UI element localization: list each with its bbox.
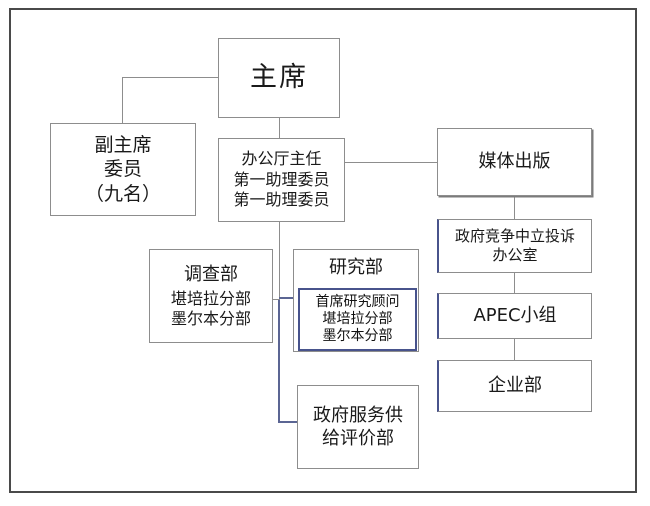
node-enterprise-division[interactable]: 企业部 [437,360,592,412]
node-competitive-neutrality-office-line-0: 政府竞争中立投诉 [454,226,575,245]
node-vice-chairman[interactable]: 副主席 委员 （九名） [50,123,196,216]
node-chairman[interactable]: 主席 [218,38,340,118]
node-vice-chairman-line-1: 委员 [103,158,142,181]
connector-chairman-to-office [279,118,280,138]
connector-media-to-neutrality [514,196,515,219]
node-research-division-title: 研究部 [329,257,383,278]
connector-apec-to-enterprise [514,339,515,360]
node-vice-chairman-line-0: 副主席 [94,134,152,157]
connector-office-trunk-lower [278,299,280,423]
connector-chairman-left-horizontal [122,77,219,78]
connector-office-to-media [345,162,437,163]
node-research-division-line-0: 首席研究顾问 [315,294,400,311]
node-chairman-line-0: 主席 [250,61,308,93]
node-investigation-division-line-0: 堪培拉分部 [170,288,251,308]
node-research-division-line-2: 墨尔本分部 [322,327,393,344]
node-media-publishing-line-0: 媒体出版 [478,151,551,173]
node-research-division-line-1: 堪培拉分部 [322,311,393,328]
node-service-evaluation-division-line-0: 政府服务供 [313,404,403,426]
node-competitive-neutrality-office[interactable]: 政府竞争中立投诉 办公室 [437,219,592,273]
node-office-director-line-2: 第一助理委员 [233,190,330,210]
node-research-division-detail[interactable]: 首席研究顾问 堪培拉分部 墨尔本分部 [298,288,417,351]
connector-office-trunk-upper [279,222,280,299]
node-investigation-division[interactable]: 调查部 堪培拉分部 墨尔本分部 [149,249,273,343]
connector-chairman-to-vice-vertical [122,77,123,123]
node-service-evaluation-division[interactable]: 政府服务供 给评价部 [297,385,419,469]
node-vice-chairman-line-2: （九名） [84,182,161,205]
connector-neutrality-to-apec [514,273,515,293]
node-apec-group-line-0: APEC小组 [473,305,557,327]
node-office-director-line-1: 第一助理委员 [233,169,330,189]
node-media-publishing[interactable]: 媒体出版 [437,128,592,196]
node-apec-group[interactable]: APEC小组 [437,293,592,339]
node-investigation-division-line-1: 墨尔本分部 [170,309,251,329]
node-office-director-line-0: 办公厅主任 [241,149,322,169]
connector-trunk-to-service-eval [278,421,303,423]
connector-trunk-to-research [279,297,298,299]
node-investigation-division-title: 调查部 [184,263,238,285]
node-competitive-neutrality-office-line-1: 办公室 [492,246,538,264]
node-service-evaluation-division-line-1: 给评价部 [322,428,394,449]
node-office-director[interactable]: 办公厅主任 第一助理委员 第一助理委员 [218,138,345,222]
node-enterprise-division-line-0: 企业部 [488,375,542,397]
